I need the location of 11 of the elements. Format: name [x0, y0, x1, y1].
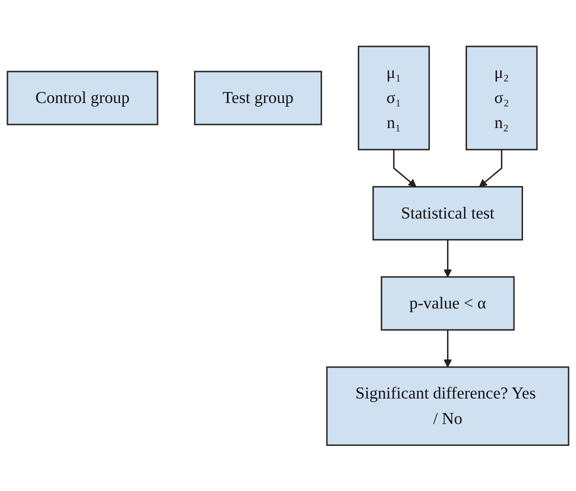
node-box: Significant difference? Yes / No: [326, 366, 570, 446]
node-box: Control group: [6, 70, 158, 125]
node-box: p-value < α: [380, 276, 515, 330]
arrow: [444, 239, 452, 277]
node-box: Test group: [194, 70, 322, 125]
arrow: [393, 149, 416, 187]
node-box: Statistical test: [372, 186, 524, 240]
node-box: μ₂ σ₂ n₂: [466, 45, 538, 150]
arrow: [479, 149, 502, 187]
arrow: [444, 330, 452, 368]
node-box: μ₁ σ₁ n₁: [358, 45, 430, 150]
